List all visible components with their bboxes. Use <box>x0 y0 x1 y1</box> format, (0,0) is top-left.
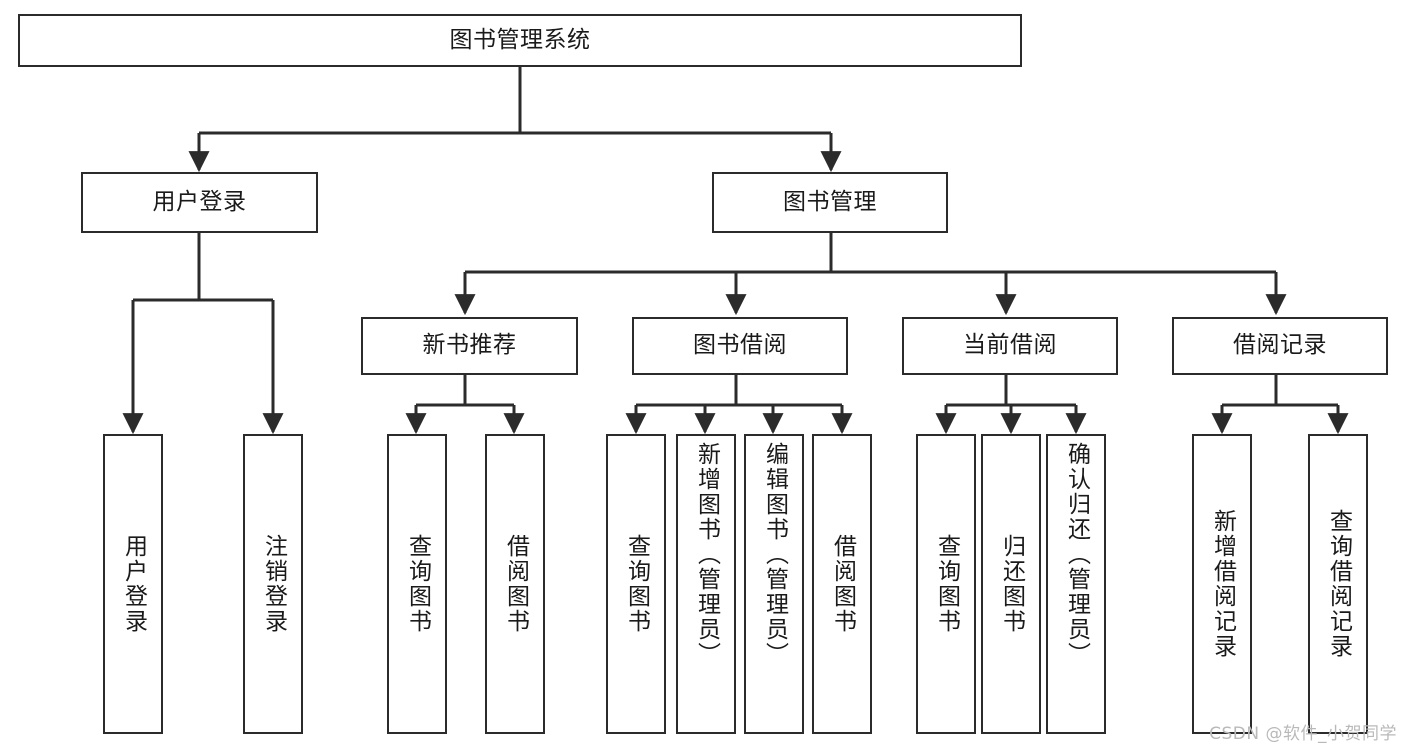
node-current-borrow[interactable]: 当前借阅 <box>902 317 1118 375</box>
node-user-login-label: 用户登录 <box>152 188 247 215</box>
node-leaf-add-record[interactable]: 新增借阅记录 <box>1192 434 1252 734</box>
node-leaf-return-book[interactable]: 归还图书 <box>981 434 1041 734</box>
node-leaf-add-record-label: 新增借阅记录 <box>1209 509 1236 659</box>
node-root[interactable]: 图书管理系统 <box>18 14 1022 67</box>
node-new-book-recommend[interactable]: 新书推荐 <box>361 317 578 375</box>
node-leaf-confirm-return[interactable]: 确认归还（管理员） <box>1046 434 1106 734</box>
node-borrow-record[interactable]: 借阅记录 <box>1172 317 1388 375</box>
watermark: CSDN @软件_小贺同学 <box>1209 724 1397 744</box>
node-leaf-borrow-book-1[interactable]: 借阅图书 <box>485 434 545 734</box>
node-leaf-borrow-book-2[interactable]: 借阅图书 <box>812 434 872 734</box>
node-leaf-return-book-label: 归还图书 <box>998 534 1025 634</box>
node-book-borrow[interactable]: 图书借阅 <box>632 317 848 375</box>
node-current-borrow-label: 当前借阅 <box>963 332 1057 359</box>
node-leaf-borrow-book-2-label: 借阅图书 <box>829 534 856 634</box>
node-leaf-edit-book-label: 编辑图书（管理员） <box>761 442 788 667</box>
node-book-borrow-label: 图书借阅 <box>693 332 787 359</box>
node-leaf-logout-login-label: 注销登录 <box>260 534 287 634</box>
node-book-management-label: 图书管理 <box>783 188 877 215</box>
node-leaf-query-book-3[interactable]: 查询图书 <box>916 434 976 734</box>
node-leaf-logout-login[interactable]: 注销登录 <box>243 434 303 734</box>
node-new-book-recommend-label: 新书推荐 <box>422 332 517 359</box>
node-leaf-user-login[interactable]: 用户登录 <box>103 434 163 734</box>
node-leaf-borrow-book-1-label: 借阅图书 <box>502 534 529 634</box>
node-leaf-query-record-label: 查询借阅记录 <box>1325 509 1352 659</box>
node-leaf-query-book-2[interactable]: 查询图书 <box>606 434 666 734</box>
node-leaf-query-record[interactable]: 查询借阅记录 <box>1308 434 1368 734</box>
node-book-management[interactable]: 图书管理 <box>712 172 948 233</box>
node-leaf-edit-book[interactable]: 编辑图书（管理员） <box>744 434 804 734</box>
node-leaf-confirm-return-label: 确认归还（管理员） <box>1063 442 1090 667</box>
node-leaf-add-book[interactable]: 新增图书（管理员） <box>676 434 736 734</box>
node-user-login[interactable]: 用户登录 <box>81 172 318 233</box>
node-leaf-add-book-label: 新增图书（管理员） <box>693 442 720 667</box>
node-leaf-user-login-label: 用户登录 <box>120 534 147 634</box>
node-root-label: 图书管理系统 <box>449 26 591 53</box>
node-leaf-query-book-3-label: 查询图书 <box>933 534 960 634</box>
node-leaf-query-book-1-label: 查询图书 <box>404 534 431 634</box>
node-leaf-query-book-1[interactable]: 查询图书 <box>387 434 447 734</box>
node-leaf-query-book-2-label: 查询图书 <box>623 534 650 634</box>
node-borrow-record-label: 借阅记录 <box>1233 332 1327 359</box>
